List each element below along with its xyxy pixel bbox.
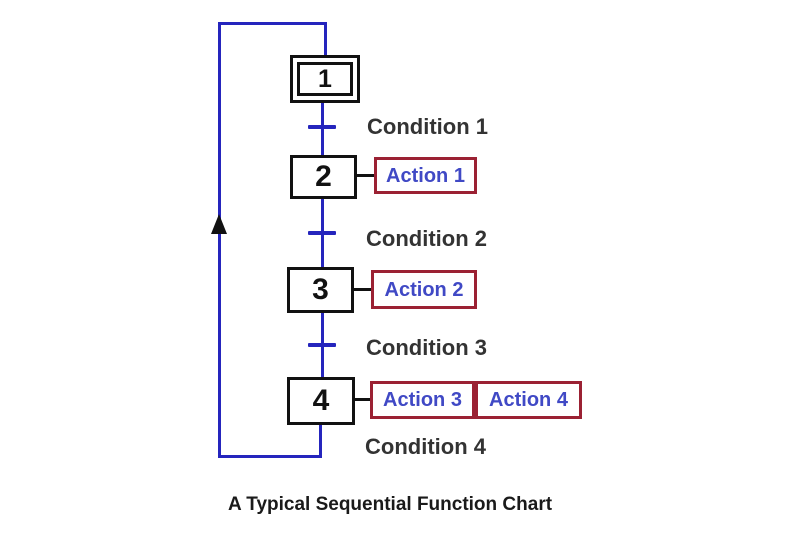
spine-segment-top — [324, 22, 327, 55]
diagram-title: A Typical Sequential Function Chart — [227, 494, 553, 515]
step-label-1: 1 — [318, 64, 332, 93]
condition-label-2: Condition 2 — [366, 226, 487, 251]
loop-top-line — [219, 22, 327, 25]
step-box-2: 2 — [290, 155, 357, 199]
action-label-1: Action 1 — [386, 164, 465, 187]
step-label-3: 3 — [312, 273, 329, 306]
action-connector-line-2 — [355, 174, 374, 177]
action-box-2: Action 2 — [371, 270, 477, 309]
action-box-4: Action 4 — [475, 381, 582, 419]
step-box-4: 4 — [287, 377, 355, 425]
initial-step-box: 1 — [290, 55, 360, 103]
loop-left-line — [218, 22, 221, 458]
spine-segment-bottom — [319, 424, 322, 457]
step-label-4: 4 — [312, 384, 330, 417]
condition-label-3: Condition 3 — [366, 335, 487, 360]
loop-bottom-line — [218, 455, 322, 458]
action-connector-line-4 — [353, 398, 370, 401]
condition-label-4: Condition 4 — [365, 434, 486, 459]
spine-segment-1 — [321, 102, 324, 156]
initial-step-inner-border: 1 — [297, 62, 353, 96]
action-box-1: Action 1 — [374, 157, 477, 194]
action-box-3: Action 3 — [370, 381, 475, 419]
action-label-2: Action 2 — [384, 278, 464, 301]
condition-label-1: Condition 1 — [367, 114, 488, 139]
transition-tick-2 — [308, 231, 336, 235]
step-label-2: 2 — [315, 160, 332, 193]
transition-tick-1 — [308, 125, 336, 129]
action-connector-line-3 — [352, 288, 372, 291]
action-label-3: Action 3 — [383, 389, 462, 411]
step-box-3: 3 — [287, 267, 354, 313]
transition-tick-3 — [308, 343, 336, 347]
up-arrow-icon — [211, 214, 227, 234]
action-label-4: Action 4 — [489, 389, 568, 411]
